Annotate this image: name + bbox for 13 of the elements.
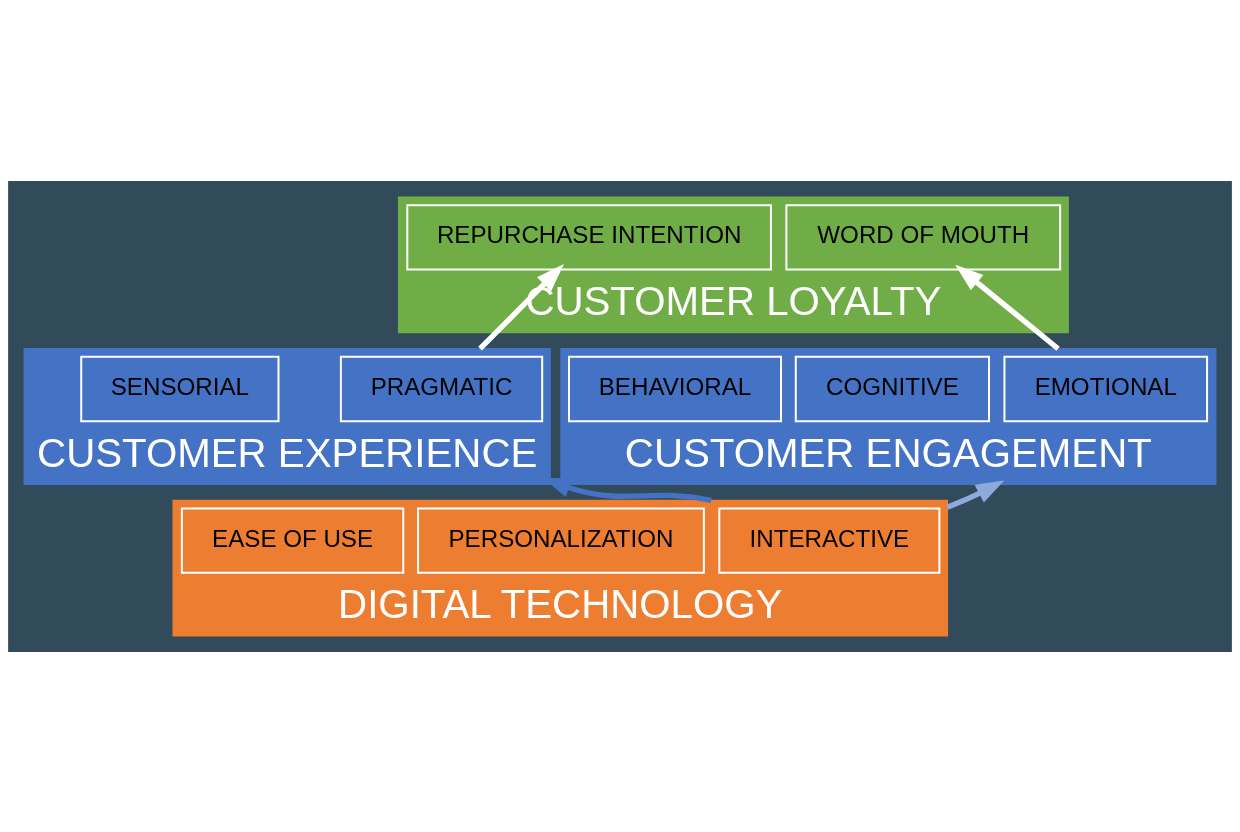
- node-box: PERSONALIZATION: [417, 506, 705, 574]
- arrow: [478, 263, 564, 351]
- node-box: EMOTIONAL: [1003, 355, 1209, 422]
- arrow: [946, 479, 1005, 510]
- node-box: REPURCHASE INTENTION: [406, 203, 772, 271]
- node-box: SENSORIAL: [80, 355, 280, 422]
- node-box: WORD OF MOUTH: [785, 203, 1062, 271]
- node-box: PRAGMATIC: [339, 355, 544, 422]
- node-box: COGNITIVE: [794, 355, 991, 422]
- node-box: INTERACTIVE: [718, 506, 941, 574]
- node-box: BEHAVIORAL: [568, 355, 783, 422]
- node-box: EASE OF USE: [180, 506, 405, 574]
- arrow: [955, 264, 1060, 351]
